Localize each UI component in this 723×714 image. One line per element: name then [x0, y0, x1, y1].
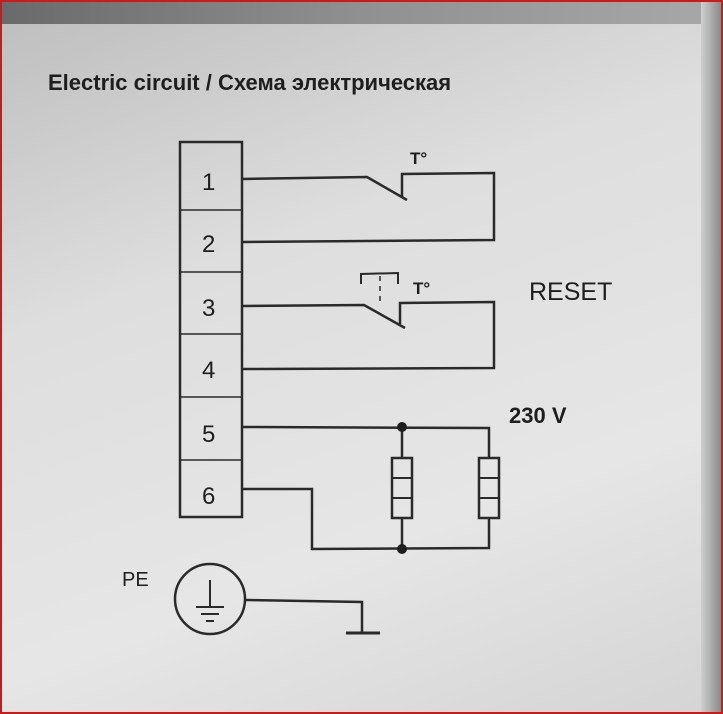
- terminal-block: 1 2 3 4 5 6: [178, 140, 244, 519]
- terminal-6: 6: [202, 483, 215, 510]
- terminal-1: 1: [202, 169, 215, 196]
- background-edge: [2, 2, 721, 24]
- thermostat-1: T°: [241, 149, 496, 244]
- thermostat-label-2: T°: [413, 279, 430, 298]
- thermostat-label-1: T°: [410, 149, 427, 168]
- resistor-2: [477, 456, 501, 520]
- label-edge: [701, 2, 721, 712]
- heating-elements: [241, 422, 501, 554]
- ground-icon: [196, 580, 224, 622]
- protective-earth: PE: [122, 562, 380, 636]
- pe-label: PE: [122, 569, 149, 591]
- voltage-label: 230 V: [509, 403, 567, 428]
- junction-dot: [397, 544, 407, 554]
- thermostat-reset: T°: [241, 271, 496, 371]
- diagram-title: Electric circuit / Схема электрическая: [48, 70, 451, 95]
- resistor-1: [390, 456, 414, 520]
- reset-label: RESET: [529, 278, 612, 306]
- terminal-3: 3: [202, 295, 215, 322]
- junction-dot: [397, 422, 407, 432]
- terminal-5: 5: [202, 421, 215, 448]
- terminal-2: 2: [202, 231, 215, 258]
- terminal-4: 4: [202, 357, 215, 384]
